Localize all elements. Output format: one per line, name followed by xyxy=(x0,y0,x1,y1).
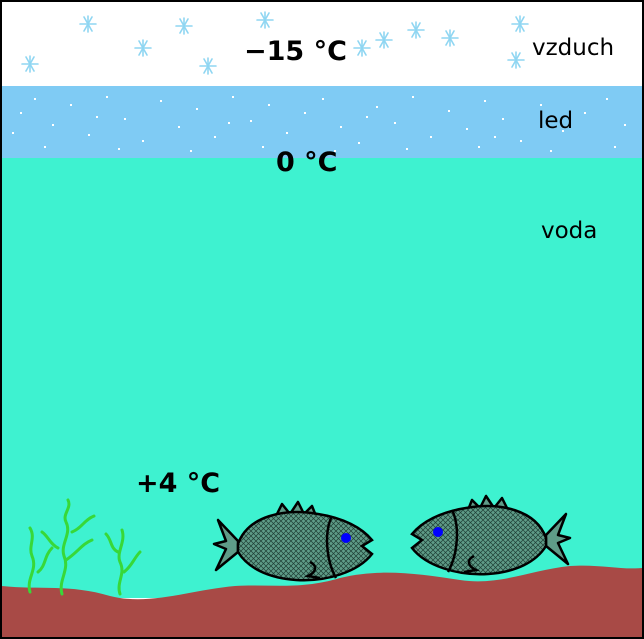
snowflake-icon xyxy=(79,15,97,33)
air-temperature-label: −15 °C xyxy=(244,36,347,67)
lake-bottom xyxy=(2,565,642,637)
snowflake-icon xyxy=(199,57,217,75)
ice-temperature-label: 0 °C xyxy=(276,147,338,178)
snowflake-icon xyxy=(407,21,425,39)
air-layer xyxy=(2,2,642,86)
bottom-temperature-label: +4 °C xyxy=(136,468,220,499)
snowflakes xyxy=(21,11,529,75)
snowflake-icon xyxy=(175,17,193,35)
snowflake-icon xyxy=(134,39,152,57)
ice-speckles xyxy=(12,96,626,152)
snowflake-icon xyxy=(256,11,274,29)
snowflake-icon xyxy=(375,31,393,49)
fish-icon xyxy=(212,500,374,582)
snowflake-icon xyxy=(507,51,525,69)
air-zone-label: vzduch xyxy=(532,35,614,61)
seaweed-icon xyxy=(27,498,142,596)
ice-zone-label: led xyxy=(538,108,573,134)
fish-icon xyxy=(410,494,572,576)
snowflake-icon xyxy=(21,55,39,73)
snowflake-icon xyxy=(511,15,529,33)
snowflake-icon xyxy=(441,29,459,47)
water-zone-label: voda xyxy=(541,218,597,244)
snowflake-icon xyxy=(353,39,371,57)
